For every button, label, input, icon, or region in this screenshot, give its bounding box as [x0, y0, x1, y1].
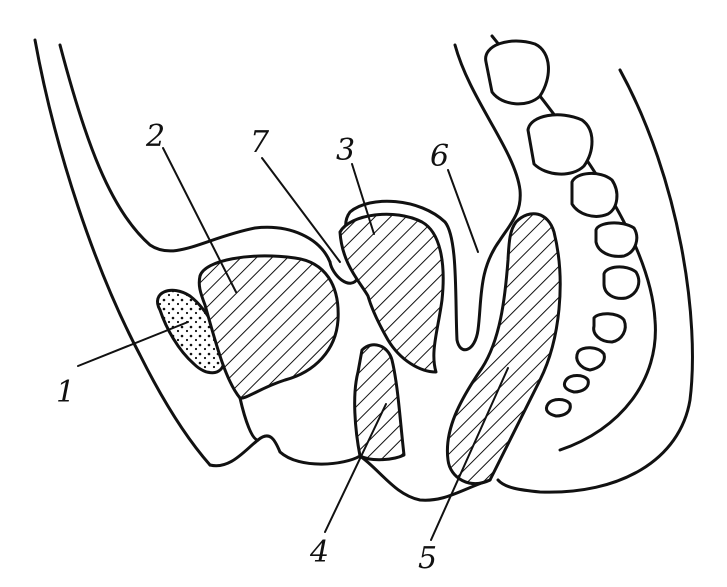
vertebra-3 — [570, 172, 619, 218]
vertebra-9 — [544, 398, 572, 418]
anterior-wall-inner — [58, 43, 332, 264]
uterus — [338, 212, 445, 374]
leader-3 — [351, 163, 375, 235]
sacrum-contour — [490, 34, 657, 452]
vertebra-8 — [562, 374, 590, 394]
vertebra-4 — [594, 221, 639, 258]
leader-5 — [430, 367, 509, 541]
vagina — [353, 343, 406, 462]
label-7: 7 — [250, 125, 270, 160]
bladder — [197, 254, 340, 400]
leader-2 — [162, 147, 237, 293]
label-1: 1 — [56, 375, 75, 410]
label-6: 6 — [430, 139, 449, 174]
posterior-body-contour — [496, 68, 694, 494]
vertebra-5 — [602, 265, 641, 300]
vertebra-1 — [484, 39, 550, 106]
leader-6 — [447, 169, 479, 253]
vertebra-7 — [575, 346, 606, 372]
anterior-wall-outer — [33, 38, 212, 467]
labium-contour — [238, 396, 260, 442]
label-4: 4 — [309, 535, 329, 570]
label-5: 5 — [418, 541, 437, 576]
label-3: 3 — [336, 133, 355, 168]
rectum — [445, 212, 562, 486]
label-2: 2 — [145, 119, 165, 154]
leader-4 — [324, 403, 387, 533]
leader-7 — [261, 157, 341, 263]
vertebra-6 — [592, 312, 627, 344]
leader-1 — [77, 321, 189, 367]
vertebra-2 — [526, 113, 594, 176]
